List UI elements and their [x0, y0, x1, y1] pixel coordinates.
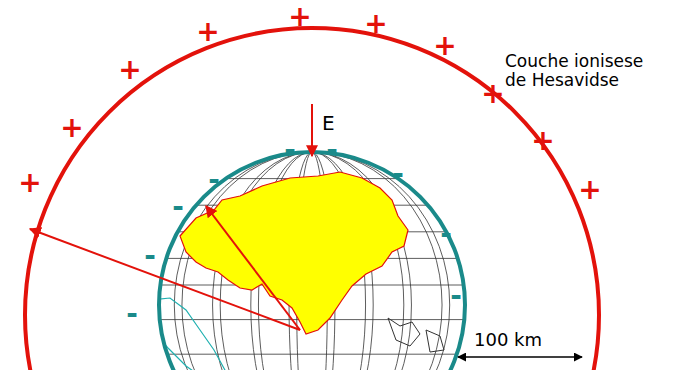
positive-charge: +	[364, 9, 387, 40]
negative-charge: -	[284, 135, 296, 166]
layer-name: Couche ionisese de Hesavidse	[505, 52, 655, 89]
positive-charge: +	[18, 168, 41, 199]
earth-surface	[159, 152, 465, 370]
island-outline	[388, 318, 444, 352]
negative-charge: -	[172, 192, 184, 223]
positive-charge: +	[481, 79, 504, 110]
earth-globe	[150, 140, 480, 370]
positive-charge: +	[118, 55, 141, 86]
positive-charge: +	[433, 31, 456, 62]
dimension-label: 100 km	[474, 330, 542, 350]
negative-charge: -	[326, 135, 338, 166]
negative-charge: -	[392, 159, 404, 190]
negative-charge: -	[450, 281, 462, 312]
dimension-arrow	[458, 356, 582, 358]
field-symbol: E	[322, 112, 335, 134]
positive-charge: +	[60, 113, 83, 144]
earth-radius-arrow	[206, 206, 300, 330]
positive-charge: +	[578, 175, 601, 206]
positive-charge: +	[531, 126, 554, 157]
positive-charge: +	[288, 2, 311, 33]
field-arrow	[311, 104, 313, 156]
negative-charge: -	[126, 299, 138, 330]
negative-charge: -	[440, 219, 452, 250]
negative-charge: -	[144, 241, 156, 272]
negative-charge: -	[208, 165, 220, 196]
layer-radius-arrow	[30, 229, 300, 330]
positive-charge: +	[196, 17, 219, 48]
asia-landmass	[180, 172, 408, 334]
